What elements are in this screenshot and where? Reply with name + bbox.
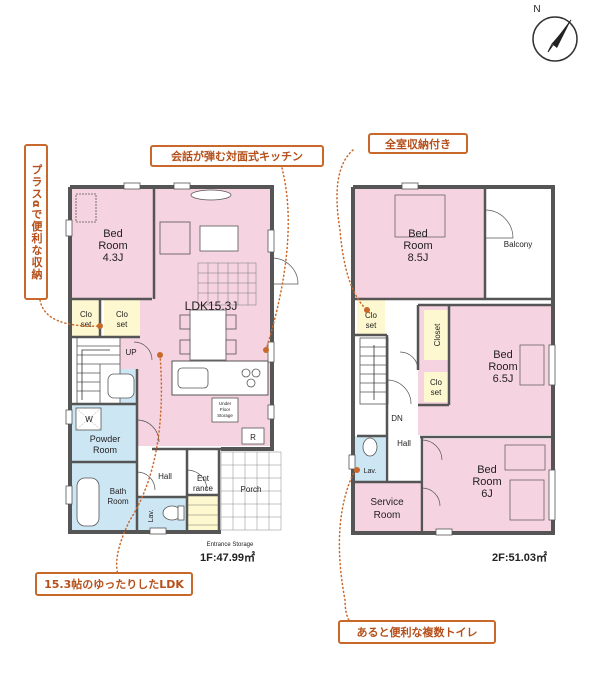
- f2-bed-a-label-3: 8.5J: [408, 252, 429, 264]
- f1-closet-a-label-1: Clo: [80, 310, 93, 319]
- f2-balcony-label: Balcony: [504, 240, 532, 249]
- f1-washer-label: W: [85, 415, 93, 424]
- f2-closet-a-label-2: set: [366, 321, 377, 330]
- sofa-icon: [199, 225, 239, 252]
- f2-closet: [424, 310, 449, 360]
- f2-bed-a-label-1: Bed: [408, 228, 428, 240]
- kitchen-sink-icon: [177, 367, 209, 389]
- f2-hall-label: Hall: [397, 439, 411, 448]
- f1-fridge-label: R: [250, 433, 256, 442]
- f2-furniture: [394, 194, 546, 521]
- f2-bed-b-label-1: Bed: [493, 349, 513, 361]
- f1-bed-label-2: Room: [98, 240, 127, 252]
- callout-all-storage: 全室収納付き: [368, 133, 468, 154]
- f2-balcony: [485, 189, 551, 299]
- f1-ldk-label: LDK15.3J: [185, 299, 238, 313]
- f1-closet-b: [104, 299, 140, 337]
- f1-entrance-label-2: rance: [193, 484, 214, 493]
- f2-bed-b-label-3: 6.5J: [493, 373, 514, 385]
- f1-closet-a: [72, 299, 100, 337]
- callout-toilets: あると便利な複数トイレ: [338, 620, 496, 644]
- f1-bed-label-1: Bed: [103, 228, 123, 240]
- f1-bed-room: [72, 189, 152, 299]
- f1-closet-a-label-2: set: [81, 320, 92, 329]
- bathtub-icon: [76, 477, 100, 527]
- armchair-icon: [159, 221, 191, 255]
- f2-service-label-1: Service: [370, 497, 404, 508]
- floor-2: Bed Room 8.5J Balcony Clo set Closet Bed…: [348, 182, 556, 564]
- sink-icon: [107, 373, 135, 399]
- f2-lav-label: Lav.: [364, 468, 377, 475]
- f2-service-label-2: Room: [374, 510, 401, 521]
- f2-bed-b-label-2: Room: [488, 361, 517, 373]
- f2-bed-c-label-2: Room: [472, 476, 501, 488]
- f1-area-label: 1F:47.99㎡: [200, 550, 255, 564]
- callout-ldk: 15.3帖のゆったりしたLDK: [35, 572, 193, 596]
- f2-bed-room-a: [355, 189, 485, 299]
- f2-closet-b-label-2: set: [431, 388, 442, 397]
- f1-underfloor-label-2: Floor: [220, 407, 231, 412]
- f1-closet-b-label-1: Clo: [116, 310, 129, 319]
- refrigerator-icon: [241, 427, 265, 445]
- porch-tiles: [220, 451, 282, 531]
- f2-bed-c-label-1: Bed: [477, 464, 497, 476]
- f1-up-label: UP: [125, 348, 136, 357]
- f1-underfloor-label-1: Under: [219, 401, 232, 406]
- f1-bed-label-3: 4.3J: [103, 252, 124, 264]
- f2-windows: [348, 182, 556, 536]
- f2-bed-c-label-3: 6J: [481, 488, 493, 500]
- tv-icon: [190, 189, 232, 201]
- f2-stairs: [359, 337, 389, 405]
- f1-lav-label: Lav.: [148, 510, 155, 523]
- f2-bed-room-c: [424, 439, 551, 531]
- stove-icon: [241, 368, 261, 388]
- f1-underfloor-label-3: Storage: [217, 413, 233, 418]
- f1-hall-label: Hall: [158, 472, 172, 481]
- f1-bath-label-1: Bath: [110, 487, 126, 496]
- f1-underfloor-storage: [211, 397, 239, 423]
- f1-entrance-label-1: Ent: [197, 474, 210, 483]
- f1-powder-label-2: Room: [93, 445, 117, 455]
- callout-dots: [97, 307, 370, 473]
- f1-entrance-storage: [187, 495, 219, 530]
- callout-kitchen: 会話が弾む対面式キッチン: [150, 145, 324, 167]
- f1-bath-label-2: Room: [107, 497, 129, 506]
- f2-closet-b-label-1: Clo: [430, 378, 443, 387]
- rug-pattern: [197, 262, 257, 306]
- dining-table: [189, 309, 227, 361]
- f2-closet-b: [424, 372, 449, 402]
- f1-entrance-storage-label: Entrance Storage: [207, 542, 254, 548]
- floor-1: Bed Room 4.3J Clo set Clo set LDK15.3J U…: [65, 182, 299, 564]
- compass-label: N: [533, 4, 540, 15]
- f2-area-label: 2F:51.03㎡: [492, 550, 547, 564]
- callout-storage-plus: プラスαで便利な収納: [24, 144, 48, 300]
- f1-porch-label: Porch: [241, 485, 262, 494]
- f2-bed-a-label-2: Room: [403, 240, 432, 252]
- f2-dn-label: DN: [391, 414, 403, 423]
- f2-closet-a-label-1: Clo: [365, 311, 378, 320]
- f2-toilet-icon: [362, 437, 378, 457]
- f2-doors: [386, 209, 514, 507]
- f2-service-room: [355, 482, 422, 531]
- f2-walls: [351, 185, 555, 535]
- compass: N: [532, 4, 578, 62]
- f2-closet-label: Closet: [433, 323, 442, 346]
- f1-powder-label-1: Powder: [90, 434, 121, 444]
- f1-windows: [65, 182, 275, 535]
- f2-closet-a: [357, 299, 385, 335]
- f1-closet-b-label-2: set: [117, 320, 128, 329]
